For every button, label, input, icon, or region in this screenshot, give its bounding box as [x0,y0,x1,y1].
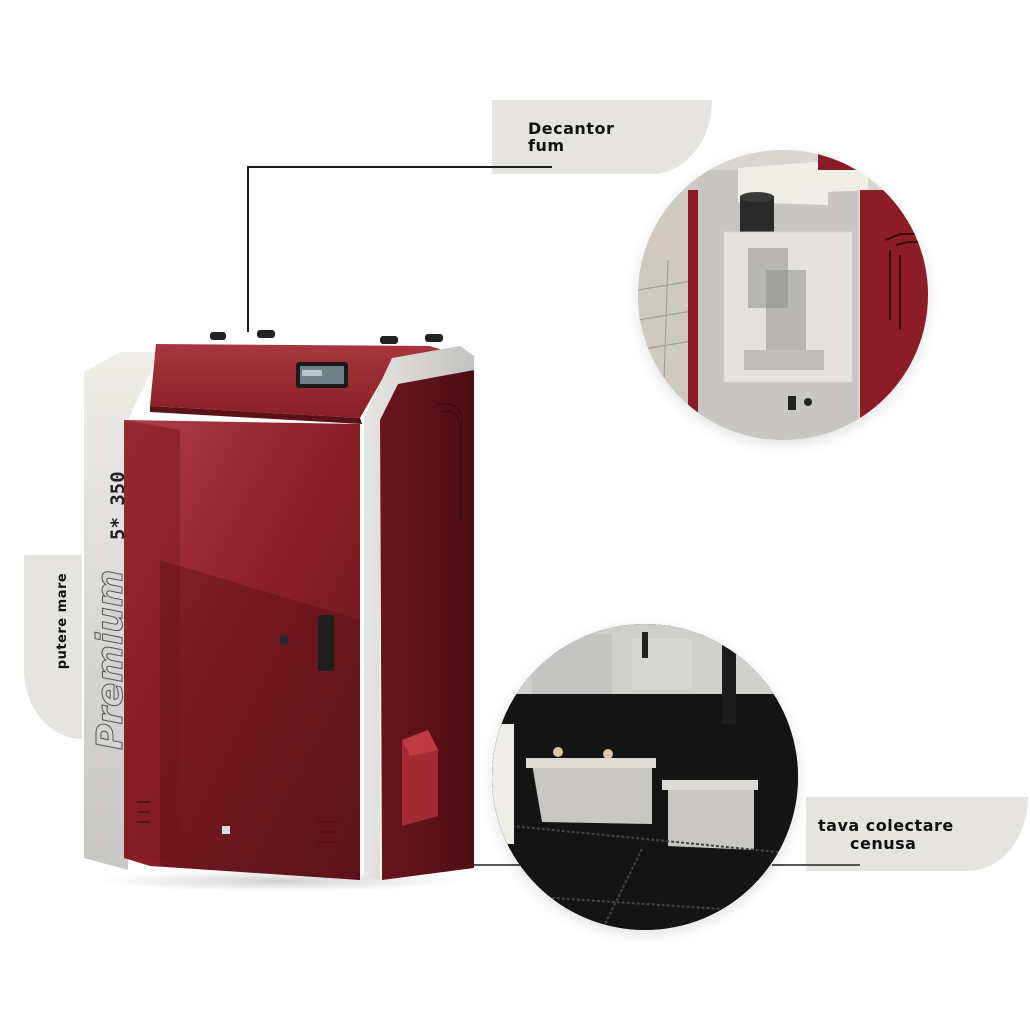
callout-tava-text: tava colectare cenusa [818,817,954,853]
callout-decantor-fum: Decantor fum [492,100,712,174]
callout-decantor-line1: Decantor [528,119,615,138]
detail-circle-decantor-fum [638,150,928,440]
leader-line-decantor-horizontal [247,166,552,168]
leader-line-decantor-vertical [247,166,249,332]
callout-decantor-text: Decantor fum [528,120,614,154]
callout-decantor-line2: fum [528,136,565,155]
model-text: 5* 350 [107,471,129,540]
callout-putere-mare: putere mare [24,555,82,739]
brand-text: Premium [90,570,131,750]
callout-tava-colectare: tava colectare cenusa [806,797,1028,871]
leader-line-tava-right [772,864,860,866]
decantor-detail-illustration [638,150,928,440]
boiler-illustration: Premium 5* 350 [84,330,474,880]
detail-circle-tava-cenusa [492,624,798,930]
ash-tray-detail-illustration [492,624,798,930]
callout-tava-line1: tava colectare [818,816,954,835]
callout-tava-line2: cenusa [850,834,917,853]
